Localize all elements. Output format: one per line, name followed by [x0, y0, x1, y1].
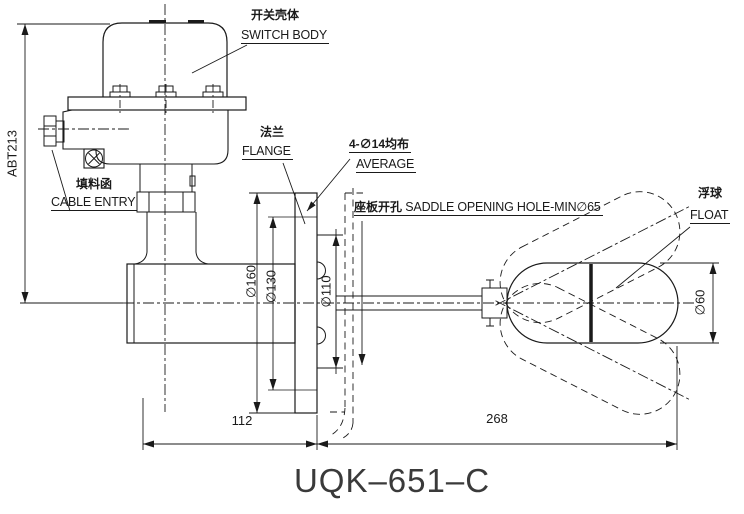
- bolt-pattern-label-cn: 4-∅14均布: [349, 137, 412, 153]
- dim-268-text: 268: [486, 411, 508, 426]
- neck-and-nut-outline: [134, 163, 209, 265]
- cover-bolts: [109, 85, 224, 98]
- dim-d60-text: ∅60: [692, 289, 708, 316]
- flange-label-en: FLANGE: [242, 144, 293, 160]
- clamp-screw-icon: [85, 149, 103, 168]
- centerlines: [20, 4, 696, 412]
- dim-abt213-text: ABT213: [4, 129, 20, 177]
- bolt-pattern-label-en: AVERAGE: [356, 157, 417, 173]
- cable-gland-outline: [43, 115, 65, 147]
- drawing-title: UQK–651–C: [293, 462, 491, 499]
- dim-112-text: 112: [231, 413, 253, 428]
- dim-diameters: [249, 192, 343, 414]
- switch-body-label-cn: 开关壳体: [250, 8, 299, 22]
- dim-d160-text: ∅160: [243, 264, 259, 298]
- saddle-plate-dashed: [330, 188, 363, 440]
- switch-body-label-en: SWITCH BODY: [241, 28, 329, 44]
- float-swing-upper: [495, 191, 692, 324]
- float-label-cn: 浮球: [697, 186, 722, 200]
- dim-d130-text: ∅130: [263, 269, 279, 303]
- cable-entry-label-cn: 填料函: [75, 177, 112, 191]
- bolt-hole-marks: [316, 261, 326, 345]
- dim-abt213: [17, 23, 110, 303]
- flange-label-cn: 法兰: [259, 125, 284, 139]
- arrowheads: [21, 24, 717, 448]
- housing-outline: [62, 109, 229, 169]
- dim-float-d60: [660, 262, 719, 344]
- saddle-note-label: 座板开孔 SADDLE OPENING HOLE-MIN∅65: [354, 200, 603, 216]
- dim-horizontal-chain: [142, 346, 678, 450]
- cable-entry-label-en: CABLE ENTRY: [51, 195, 138, 211]
- dim-d110-text: ∅110: [318, 275, 334, 308]
- float-swing-lower: [495, 282, 692, 415]
- bolt-circle-lines: [268, 216, 317, 391]
- float-label-en: FLOAT: [690, 208, 731, 224]
- label-leaders: [51, 44, 691, 289]
- float-outline: [506, 262, 679, 344]
